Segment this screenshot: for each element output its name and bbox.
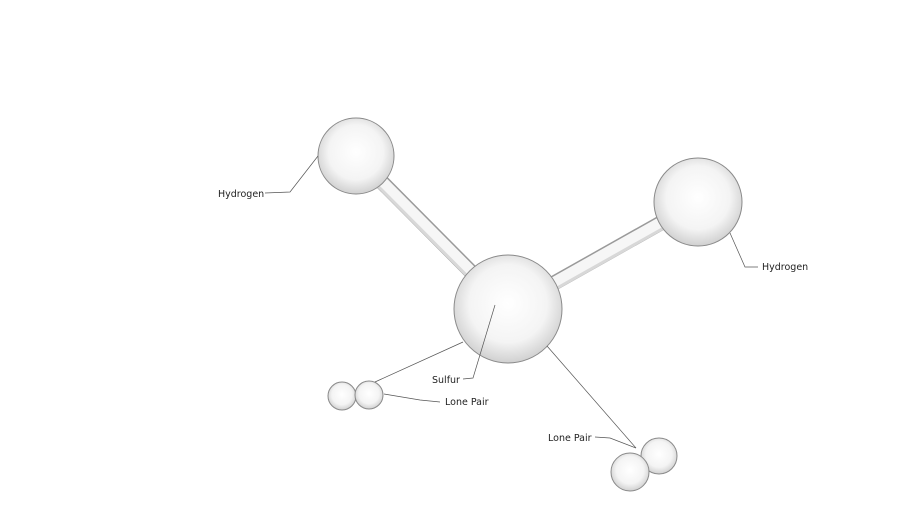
hydrogen-atom-left	[317, 117, 395, 195]
lone-pair-right	[610, 437, 678, 492]
leader-hydrogen-right	[729, 232, 758, 268]
leader-lone-pair-left	[383, 393, 441, 403]
line-sulfur-lone-pair-right	[546, 345, 637, 449]
label-hydrogen-left: Hydrogen	[218, 189, 264, 200]
label-lone-pair-left: Lone Pair	[445, 397, 489, 408]
label-lone-pair-right: Lone Pair	[548, 433, 592, 444]
leader-hydrogen-left	[264, 155, 319, 194]
leader-lone-pair-right	[594, 436, 637, 449]
sulfur-atom	[453, 254, 563, 364]
leader-sulfur	[462, 304, 496, 380]
hydrogen-atom-right	[653, 157, 743, 247]
line-sulfur-lone-pair-left	[374, 341, 464, 383]
lone-pair-left	[327, 380, 384, 411]
label-sulfur: Sulfur	[432, 375, 460, 386]
label-hydrogen-right: Hydrogen	[762, 262, 808, 273]
